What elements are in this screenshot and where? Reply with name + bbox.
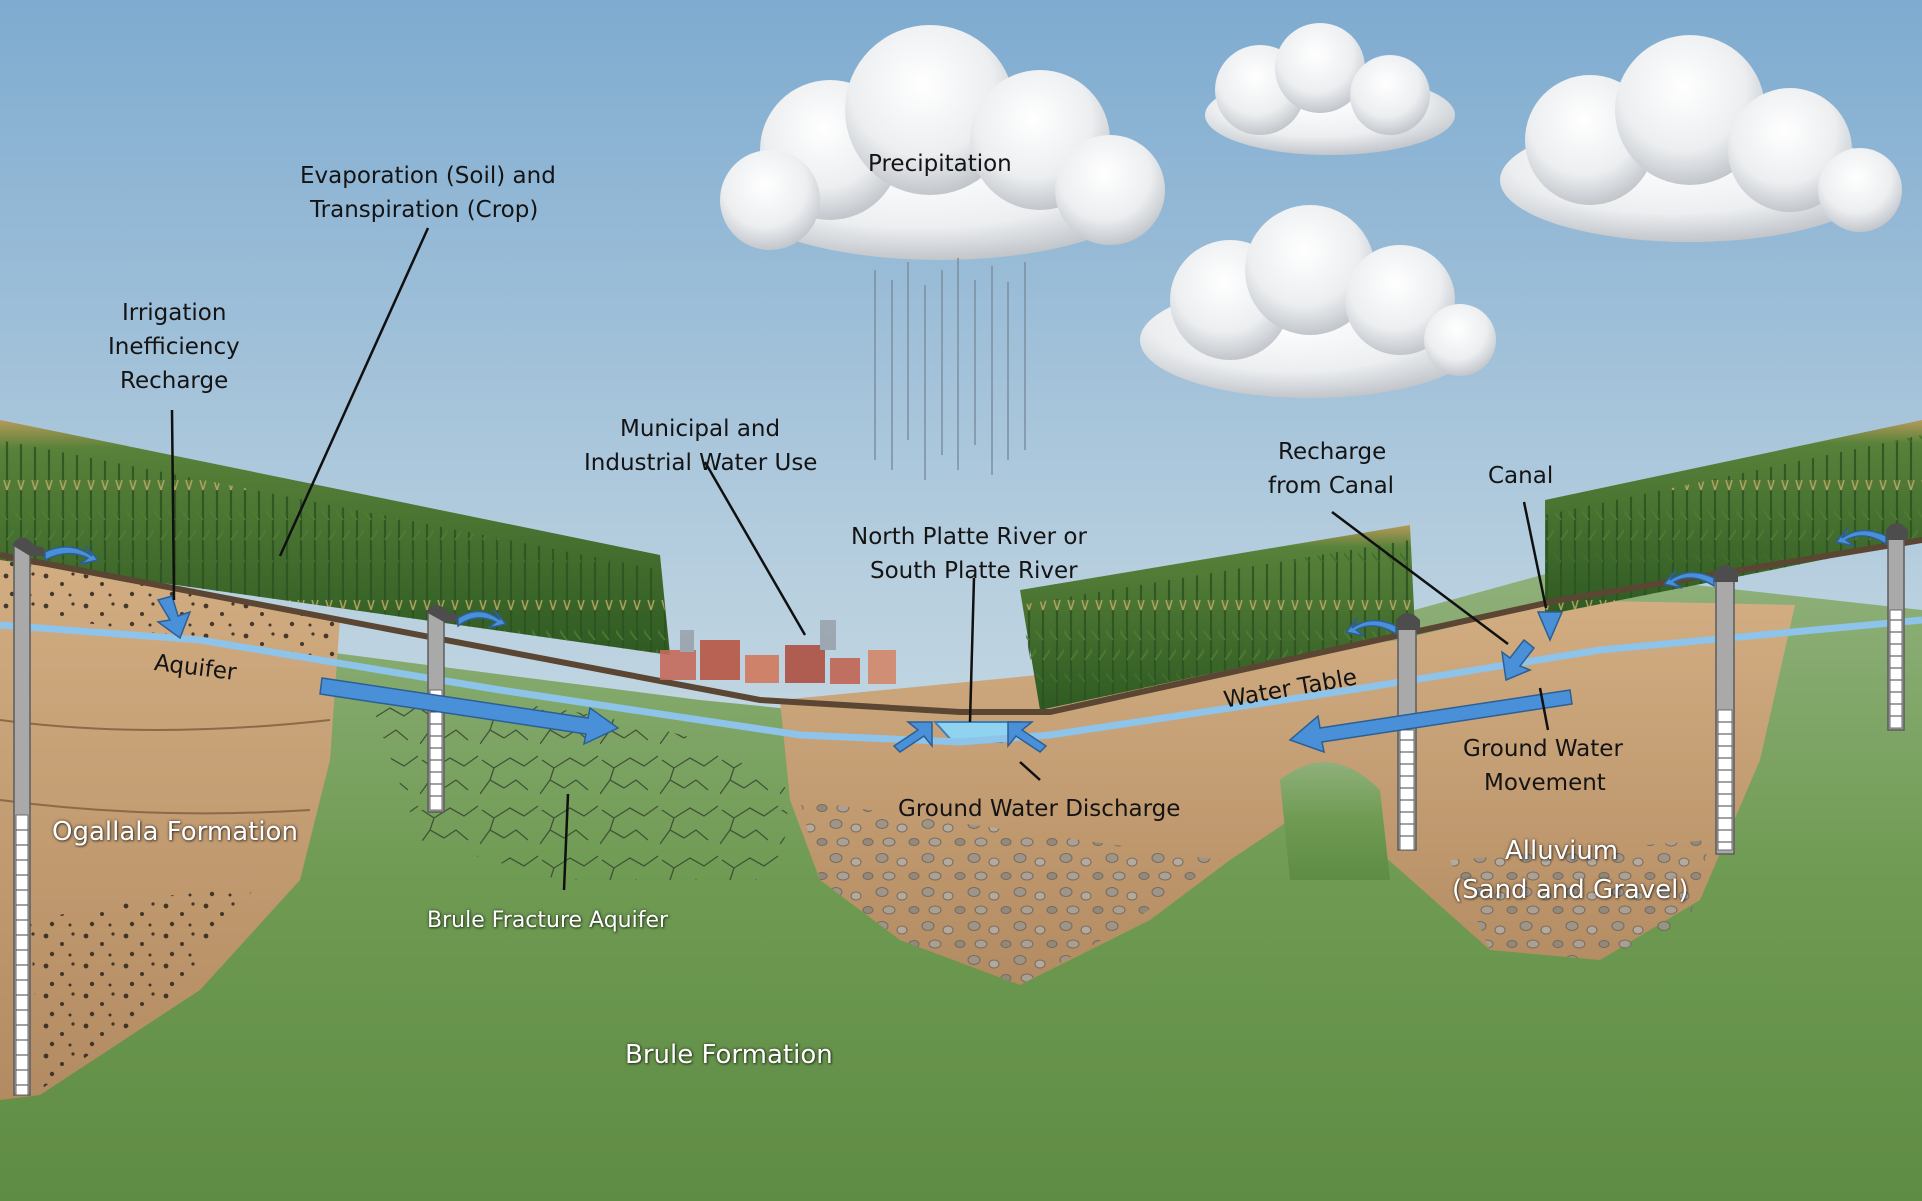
cloud-right bbox=[1500, 35, 1902, 242]
gw-movement-arrow bbox=[1288, 689, 1573, 754]
precipitation-label: Precipitation bbox=[868, 151, 1012, 177]
well-5 bbox=[1886, 523, 1908, 731]
municipal-label-line1: Municipal and bbox=[620, 416, 781, 442]
irrigation-label-line1: Irrigation bbox=[122, 300, 227, 326]
recharge-canal-label-line2: from Canal bbox=[1268, 473, 1395, 499]
brule-fracture-zone bbox=[370, 698, 790, 880]
recharge-canal-label-line1: Recharge bbox=[1278, 439, 1387, 465]
alluvium-label-line2: (Sand and Gravel) bbox=[1452, 875, 1689, 905]
evaporation-label-line1: Evaporation (Soil) and bbox=[300, 163, 556, 189]
canal-recharge-arrow bbox=[1501, 638, 1536, 682]
leader-lines bbox=[170, 227, 1550, 891]
rain bbox=[874, 258, 1026, 480]
town bbox=[660, 620, 896, 684]
irrigation-label-line3: Recharge bbox=[120, 368, 229, 394]
brule-fracture-aquifer-label: Brule Fracture Aquifer bbox=[427, 908, 669, 933]
river-label-line1: North Platte River or bbox=[851, 524, 1087, 550]
well-3 bbox=[1396, 613, 1420, 851]
irrigation-spray-arrows bbox=[44, 527, 1887, 637]
canal bbox=[1536, 611, 1564, 642]
well-1 bbox=[12, 537, 44, 1096]
river-label-line2: South Platte River bbox=[870, 558, 1078, 584]
aquifer-flow-arrow bbox=[319, 677, 620, 746]
irrigation-label-line2: Inefficiency bbox=[108, 334, 240, 360]
well-4 bbox=[1714, 565, 1738, 855]
precipitation-cloud bbox=[720, 25, 1165, 260]
municipal-label-line2: Industrial Water Use bbox=[584, 450, 818, 476]
land-surface bbox=[0, 537, 1922, 715]
gw-movement-label-line1: Ground Water bbox=[1463, 736, 1623, 762]
ground-water-discharge-label: Ground Water Discharge bbox=[898, 796, 1181, 822]
discharge-arrow-right bbox=[1007, 721, 1048, 753]
cloud-small-top bbox=[1205, 23, 1455, 155]
evaporation-label-line2: Transpiration (Crop) bbox=[310, 197, 539, 223]
ogallala-formation-label: Ogallala Formation bbox=[52, 817, 298, 847]
canal-label: Canal bbox=[1488, 463, 1554, 489]
flow-arrows bbox=[156, 595, 1573, 754]
discharge-arrow-left bbox=[892, 721, 933, 753]
cloud-center bbox=[1140, 205, 1496, 398]
alluvium-label-line1: Alluvium bbox=[1505, 836, 1619, 866]
brule-formation-label: Brule Formation bbox=[625, 1040, 833, 1070]
gw-movement-label-line2: Movement bbox=[1484, 770, 1606, 796]
